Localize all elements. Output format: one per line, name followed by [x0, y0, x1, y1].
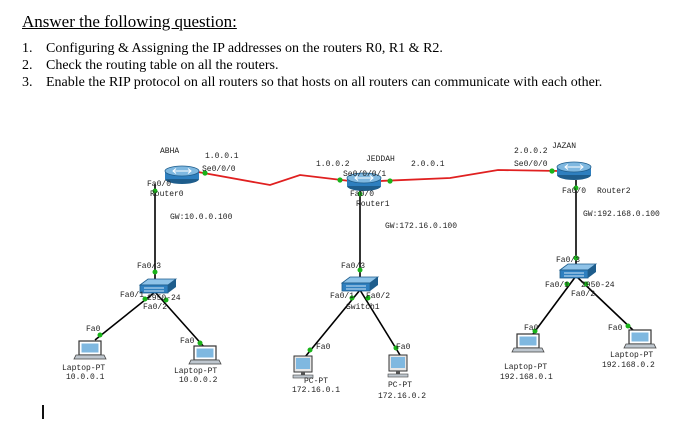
host-ip-label: 10.0.0.1	[66, 373, 105, 382]
router-city-label: JEDDAH	[366, 155, 395, 164]
host-type-label: Laptop-PT	[174, 367, 217, 376]
host-ip-label: 192.168.0.2	[602, 361, 655, 370]
switch-icon[interactable]	[139, 278, 177, 294]
gateway-label: GW:192.168.0.100	[583, 210, 660, 219]
link-ip-label: 2.0.0.2	[514, 147, 548, 156]
host-ip-label: 10.0.0.2	[179, 376, 218, 385]
host-port-label: Fa0	[86, 325, 101, 334]
network-topology-diagram: ABHA 1.0.0.1 Se0/0/0 Fa0/0 Router0 GW:10…	[62, 142, 660, 401]
laptop-icon[interactable]	[511, 333, 545, 353]
laptop-icon[interactable]	[623, 329, 657, 349]
host-ip-label: 192.168.0.1	[500, 373, 553, 382]
host-ip-label: 172.16.0.2	[378, 392, 426, 401]
router-city-label: JAZAN	[552, 142, 576, 151]
host-type-label: Laptop-PT	[610, 351, 653, 360]
task-number: 2.	[22, 58, 33, 73]
host-port-label: Fa0	[180, 337, 195, 346]
serial-link-jeddah-jazan	[379, 168, 561, 184]
task-item: 1. Configuring & Assigning the IP address…	[22, 40, 662, 57]
task-item: 3. Enable the RIP protocol on all routers…	[22, 74, 662, 91]
switch-icon[interactable]	[341, 276, 379, 292]
host-ip-label: 172.16.0.1	[292, 386, 340, 395]
switch-port-label: Fa0/3	[137, 262, 161, 271]
host-port-label: Fa0	[524, 324, 539, 333]
laptop-icon[interactable]	[73, 340, 107, 360]
switch-port-label: Fa0/1	[120, 291, 144, 300]
serial-link-abha-jeddah	[197, 170, 351, 186]
router-icon[interactable]	[556, 161, 592, 181]
switch-port-label: Fa0/2	[366, 292, 390, 301]
task-text: Configuring & Assigning the IP addresses…	[46, 41, 443, 56]
switch-name-label: Switch1	[346, 303, 380, 312]
task-number: 1.	[22, 41, 33, 56]
switch-port-label: Fa0/3	[556, 256, 580, 265]
serial-port-label: Se0/0/0	[202, 165, 236, 174]
router-port-label: Fa0/0	[147, 180, 171, 189]
switch-port-label: Fa0/2	[143, 303, 167, 312]
host-type-label: PC-PT	[388, 381, 412, 390]
switch-model-label: 2950-24	[147, 294, 181, 303]
task-number: 3.	[22, 75, 33, 90]
router-name-label: Router2	[597, 187, 631, 196]
host-type-label: Laptop-PT	[504, 363, 547, 372]
router-port-label: Fa0/0	[350, 190, 374, 199]
router-city-label: ABHA	[160, 147, 179, 156]
switch-port-label: Fa0/1	[330, 292, 354, 301]
pc-icon[interactable]	[387, 354, 409, 378]
host-type-label: PC-PT	[304, 377, 328, 386]
link-ip-label: 1.0.0.2	[316, 160, 350, 169]
link-status-dots	[97, 185, 631, 353]
task-text: Enable the RIP protocol on all routers s…	[46, 75, 603, 90]
switch-icon[interactable]	[559, 263, 597, 279]
host-port-label: Fa0	[608, 324, 623, 333]
question-heading: Answer the following question:	[22, 12, 237, 31]
host-port-label: Fa0	[396, 343, 411, 352]
laptop-icon[interactable]	[188, 345, 222, 365]
link-ip-label: 1.0.0.1	[205, 152, 239, 161]
task-list: 1. Configuring & Assigning the IP address…	[22, 40, 662, 91]
gateway-label: GW:10.0.0.100	[170, 213, 233, 222]
host-type-label: Laptop-PT	[62, 364, 105, 373]
router-name-label: Router1	[356, 200, 390, 209]
serial-port-label: Se0/0/0/1	[343, 170, 386, 179]
router-port-label: Fa0/0	[562, 187, 586, 196]
text-cursor	[42, 405, 44, 419]
serial-port-label: Se0/0/0	[514, 160, 548, 169]
host-port-label: Fa0	[316, 343, 331, 352]
switch-model-label: 2950-24	[581, 281, 615, 290]
switch-port-label: Fa0/1	[545, 281, 569, 290]
task-text: Check the routing table on all the route…	[46, 58, 279, 73]
switch-port-label: Fa0/2	[571, 290, 595, 299]
router-name-label: Router0	[150, 190, 184, 199]
pc-icon[interactable]	[292, 355, 314, 379]
task-item: 2. Check the routing table on all the rou…	[22, 57, 662, 74]
switch-port-label: Fa0/3	[341, 262, 365, 271]
gateway-label: GW:172.16.0.100	[385, 222, 457, 231]
link-ip-label: 2.0.0.1	[411, 160, 445, 169]
